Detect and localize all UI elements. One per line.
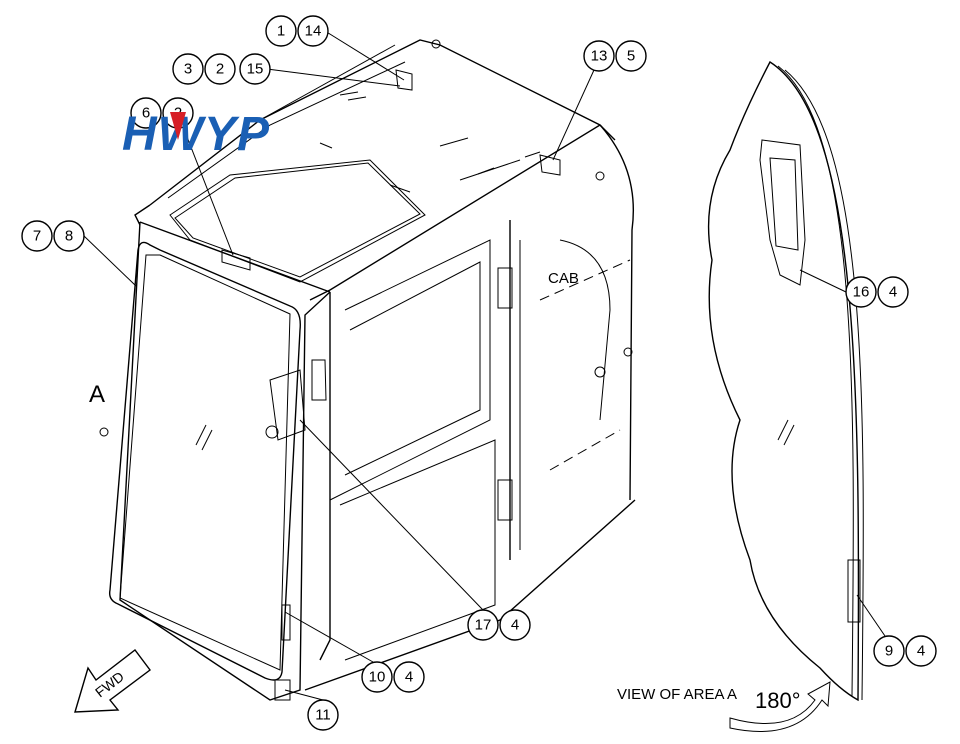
callout-4d: 4 (905, 635, 937, 667)
svg-text:17: 17 (475, 617, 492, 634)
svg-text:11: 11 (315, 707, 331, 724)
svg-text:14: 14 (305, 23, 322, 40)
svg-text:16: 16 (853, 284, 870, 301)
fwd-label: FWD (92, 668, 127, 700)
callout-17: 17 (467, 609, 499, 641)
cab-label: CAB (548, 270, 579, 287)
callout-9: 9 (873, 635, 905, 667)
callout-6: 6 (130, 97, 162, 129)
svg-text:15: 15 (247, 61, 264, 78)
callout-1: 1 (265, 15, 297, 47)
callout-7: 7 (21, 220, 53, 252)
svg-text:4: 4 (889, 284, 897, 301)
svg-text:3: 3 (184, 61, 192, 78)
svg-text:1: 1 (277, 23, 285, 40)
svg-text:7: 7 (33, 228, 41, 245)
svg-text:9: 9 (885, 643, 893, 660)
logo-accent-mark (170, 112, 186, 140)
callout-4c: 4 (393, 661, 425, 693)
callout-4b: 4 (499, 609, 531, 641)
callout-2: 2 (204, 53, 236, 85)
svg-text:2: 2 (216, 61, 224, 78)
svg-text:4: 4 (511, 617, 519, 634)
svg-text:4: 4 (405, 669, 413, 686)
callout-13: 13 (583, 40, 615, 72)
svg-text:13: 13 (591, 48, 608, 65)
svg-text:10: 10 (369, 669, 386, 686)
svg-text:4: 4 (917, 643, 925, 660)
door-glass-detail (707, 60, 864, 702)
rotation-label: 180° (755, 688, 801, 713)
svg-text:8: 8 (65, 228, 73, 245)
callout-4a: 4 (877, 276, 909, 308)
rotation-arrow-icon (729, 681, 831, 732)
svg-text:6: 6 (142, 105, 150, 122)
callout-8: 8 (53, 220, 85, 252)
callout-10: 10 (361, 661, 393, 693)
cab-body (99, 39, 636, 701)
hwyp-logo: HWYP (122, 108, 270, 161)
callout-14: 14 (297, 15, 329, 47)
leader-lines (83, 30, 886, 701)
view-caption: VIEW OF AREA A (617, 686, 737, 703)
view-marker-a: A (89, 381, 105, 408)
callout-3: 3 (172, 53, 204, 85)
fwd-arrow-icon: FWD (74, 649, 151, 713)
logo-text: HWYP (122, 108, 270, 161)
callout-5: 5 (615, 40, 647, 72)
svg-text:5: 5 (627, 48, 635, 65)
callout-16: 16 (845, 276, 877, 308)
callout-11: 11 (307, 699, 339, 731)
callout-15: 15 (239, 53, 271, 85)
